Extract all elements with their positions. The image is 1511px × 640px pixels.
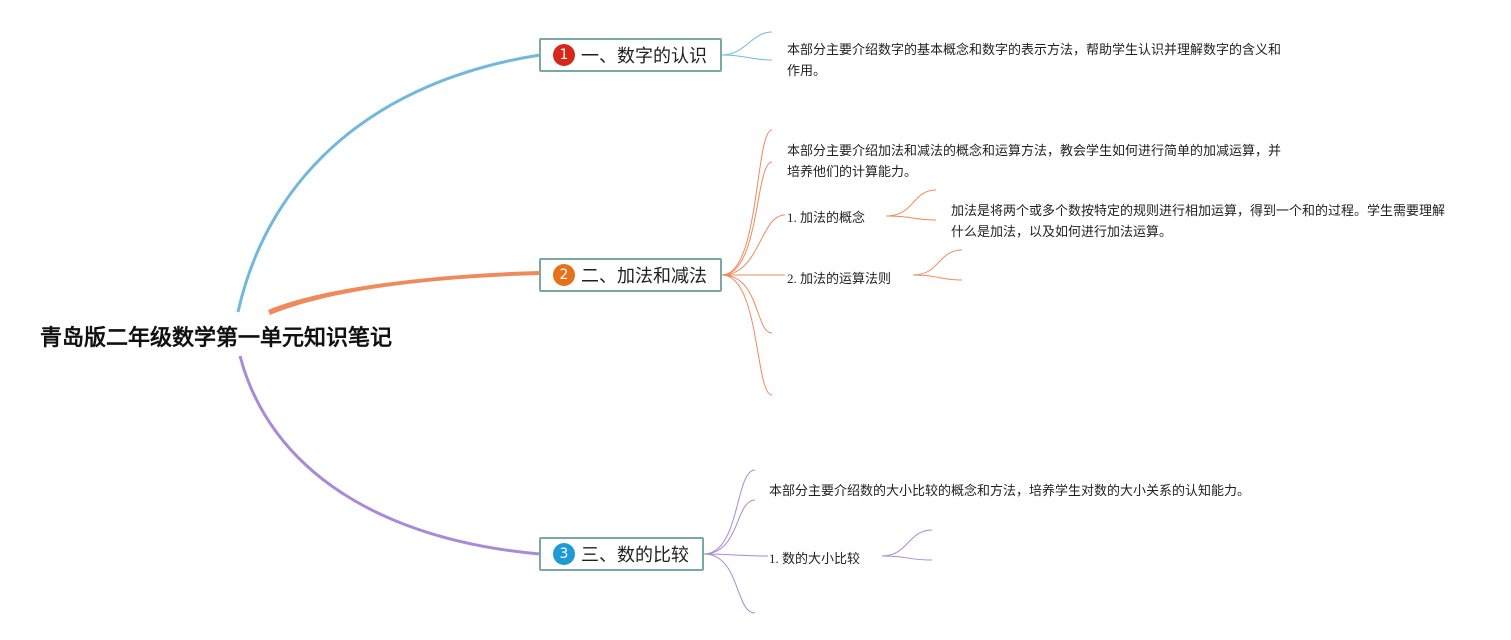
branch-1-node[interactable]: 1 一、数字的认识 <box>539 38 722 72</box>
connector-branch-1 <box>236 53 541 313</box>
branch-1-fan <box>721 31 773 61</box>
branch-1-label: 一、数字的认识 <box>581 46 707 67</box>
connector-branch-2 <box>268 271 540 315</box>
branch-2-topic-1[interactable]: 1. 加法的概念 <box>787 210 866 225</box>
topic-fans-branch-3 <box>881 529 933 561</box>
root-title[interactable]: 青岛版二年级数学第一单元知识笔记 <box>40 326 393 351</box>
connector-branch-3 <box>238 355 541 556</box>
branch-2-node[interactable]: 2 二、加法和减法 <box>539 258 722 292</box>
branch-3-summary[interactable]: 本部分主要介绍数的大小比较的概念和方法，培养学生对数的大小关系的认知能力。 <box>769 484 1251 499</box>
branch-3-label: 三、数的比较 <box>581 545 689 566</box>
branch-3-topic-1[interactable]: 1. 数的大小比较 <box>769 551 861 566</box>
number-2-badge-icon: 2 <box>553 264 575 286</box>
branch-3-fan <box>703 469 769 614</box>
number-1-badge-icon: 1 <box>553 44 575 66</box>
branch-1-summary[interactable]: 本部分主要介绍数字的基本概念和数字的表示方法，帮助学生认识并理解数字的含义和作用… <box>787 43 1282 79</box>
branch-2-topic-2[interactable]: 2. 加法的运算法则 <box>787 271 892 286</box>
branch-2-topic-1-detail[interactable]: 加法是将两个或多个数按特定的规则进行相加运算，得到一个和的过程。学生需要理解什么… <box>951 204 1446 240</box>
branch-2-summary[interactable]: 本部分主要介绍加法和减法的概念和运算方法，教会学生如何进行简单的加减运算，并培养… <box>787 144 1282 180</box>
branch-3-node[interactable]: 3 三、数的比较 <box>539 537 704 571</box>
branch-2-fan <box>721 129 786 396</box>
topic-fans-branch-2 <box>885 189 963 281</box>
branch-2-label: 二、加法和减法 <box>581 266 707 287</box>
number-3-badge-icon: 3 <box>553 543 575 565</box>
